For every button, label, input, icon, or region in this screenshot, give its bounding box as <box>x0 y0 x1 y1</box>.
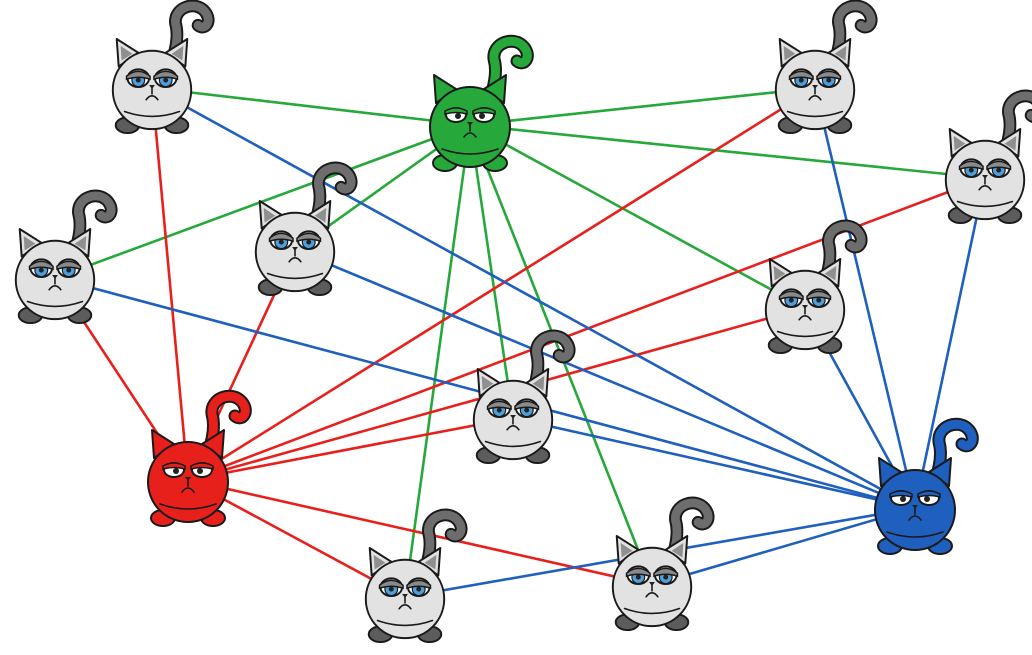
edge-blue <box>150 86 917 510</box>
grumpy-cat-icon <box>147 389 252 527</box>
edge-blue <box>650 506 917 587</box>
edge-green <box>468 123 987 180</box>
edge-red <box>186 416 515 482</box>
grumpy-cat-icon <box>111 0 215 135</box>
nodes-layer <box>14 0 1032 644</box>
edge-green <box>403 123 472 599</box>
grumpy-cat-icon <box>472 329 576 465</box>
grumpy-cat-icon <box>254 161 358 297</box>
edge-green <box>468 123 515 420</box>
grumpy-cat-icon <box>764 219 868 355</box>
grumpy-cat-icon <box>944 89 1032 225</box>
edge-blue <box>813 86 917 510</box>
edge-blue <box>913 176 987 510</box>
edge-red <box>150 86 190 482</box>
edge-red <box>186 86 817 482</box>
edge-green <box>53 123 472 280</box>
grumpy-cat-icon <box>774 0 878 135</box>
edge-blue <box>511 416 917 510</box>
grumpy-cat-icon <box>611 496 715 632</box>
edge-green <box>150 86 472 127</box>
edge-blue <box>293 248 917 510</box>
grumpy-cat-icon <box>14 189 118 325</box>
grumpy-cat-icon <box>874 417 979 555</box>
edge-green <box>468 123 807 310</box>
edge-green <box>468 86 817 127</box>
grumpy-cat-icon <box>429 34 534 172</box>
grumpy-cat-icon <box>364 508 468 644</box>
